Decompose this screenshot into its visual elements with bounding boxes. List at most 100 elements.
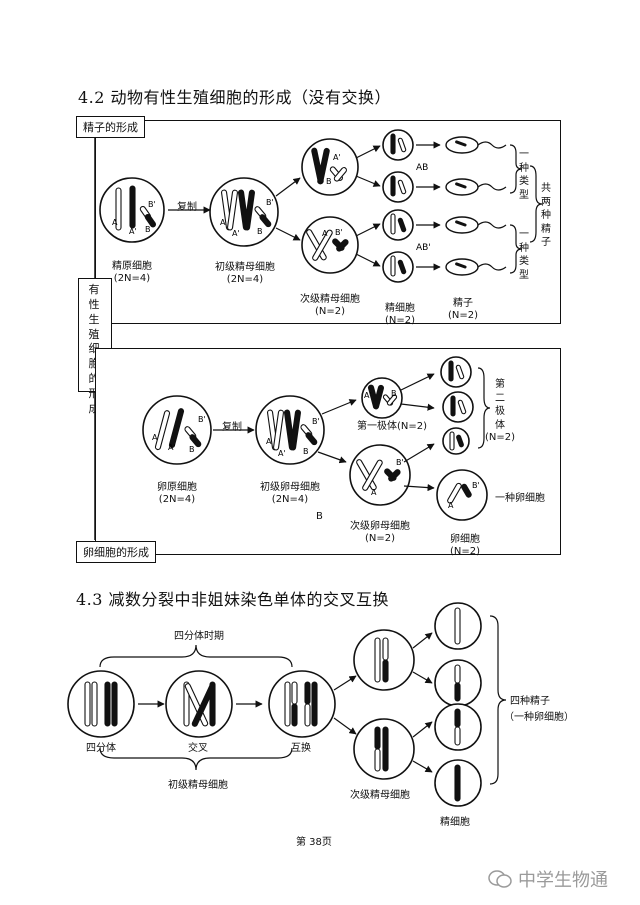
- allele-a-6: A: [266, 437, 272, 446]
- label-cross: 交叉: [188, 743, 208, 754]
- egg-cell: [436, 469, 488, 521]
- label-secondary-spermatocyte-43: 次级精母细胞: [350, 790, 410, 801]
- allele-b-7: B: [391, 389, 397, 398]
- allele-b-prime-5: B': [198, 415, 206, 424]
- crossover-spermatid-2: [434, 659, 482, 707]
- label-first-polar-body: 第一极体(N=2): [356, 421, 428, 432]
- allele-a-2: A: [220, 218, 226, 227]
- secondary-spermatocyte-upper: [353, 629, 415, 691]
- secondary-spermatocyte-top: [301, 138, 359, 196]
- allele-b-prime-4: B': [335, 228, 343, 237]
- label-secondary-spermatocyte: 次级精母细胞(N=2): [300, 293, 360, 318]
- label-one-egg-type: 一种卵细胞: [495, 493, 545, 504]
- spermatid-3: [382, 209, 414, 241]
- label-secondary-oocyte: 次级卵母细胞(N=2): [350, 520, 410, 545]
- side-label: 有性生殖细胞的形成: [88, 283, 100, 415]
- allele-a-4: A: [322, 229, 328, 238]
- allele-b-prime-8: B': [396, 458, 404, 467]
- tetrad-period-bracket: [99, 644, 293, 668]
- exchange-cell: [268, 670, 336, 738]
- allele-b-prime-6: B': [312, 417, 320, 426]
- allele-a-prime-5: A': [168, 443, 176, 452]
- first-polar-body-cell: [361, 377, 403, 419]
- sperm-formation-title: 精子的形成: [76, 116, 145, 138]
- tetrad-cell: [67, 670, 135, 738]
- brace-type-1: [509, 144, 523, 194]
- egg-formation-title: 卵细胞的形成: [76, 541, 156, 563]
- label-tetrad: 四分体: [86, 743, 116, 754]
- allele-b-prime-2: B': [266, 198, 274, 207]
- label-two-sperm-types: 共两种精子: [541, 183, 551, 248]
- section-4-3-heading: 4.3 减数分裂中非姐妹染色单体的交叉互换: [76, 590, 390, 609]
- label-tetrad-period: 四分体时期: [174, 631, 224, 642]
- allele-b-5: B: [189, 445, 195, 454]
- secondary-oocyte-cell: [349, 444, 411, 506]
- label-primary-spermatocyte: 初级精母细胞(2N=4): [215, 261, 275, 286]
- label-replicate-sperm: 复制: [177, 202, 197, 213]
- label-primary-spermatocyte-43: 初级精母细胞: [168, 780, 228, 791]
- spermatid-4: [382, 251, 414, 283]
- allele-b-prime-1: B': [148, 200, 156, 209]
- allele-a-prime-3: A': [333, 153, 341, 162]
- label-sperm: 精子(N=2): [447, 297, 479, 322]
- label-four-sperm: 四种精子: [510, 696, 550, 707]
- section-4-2-heading: 4.2 动物有性生殖细胞的形成（没有交换）: [78, 88, 392, 107]
- allele-b-prime-9: B': [472, 481, 480, 490]
- brace-total: [529, 165, 543, 243]
- page-number: 第 38页: [296, 837, 332, 848]
- label-exchange: 互换: [291, 743, 311, 754]
- allele-b-1: B: [145, 225, 151, 234]
- allele-a-5: A: [152, 433, 158, 442]
- allele-b-2: B: [257, 227, 263, 236]
- four-sperm-brace: [489, 615, 507, 785]
- allele-b-3: B: [326, 177, 332, 186]
- wechat-icon: [488, 870, 512, 888]
- genotype-ab-prime-label: AB': [416, 243, 431, 253]
- spermatogonium-cell: [99, 177, 165, 243]
- label-oogonium: 卵原细胞(2N=4): [157, 481, 197, 506]
- primary-spermatocyte-cell: [209, 177, 279, 247]
- allele-b-6: B: [303, 447, 309, 456]
- spermatid-1: [382, 129, 414, 161]
- cross-cell: [165, 670, 233, 738]
- label-one-type-2: 一种类型: [519, 229, 529, 281]
- label-one-egg-43: （一种卵细胞）: [504, 712, 574, 723]
- label-spermatid: 精细胞(N=2): [384, 302, 416, 327]
- secondary-spermatocyte-bottom: [301, 216, 359, 274]
- label-stray-b: B: [316, 511, 323, 522]
- second-polar-body-1: [440, 356, 472, 388]
- watermark-text: 中学生物通: [518, 870, 608, 891]
- crossover-spermatid-3: [434, 703, 482, 751]
- allele-a-prime-7: A': [364, 391, 372, 400]
- label-spermatid-43: 精细胞: [440, 817, 470, 828]
- allele-a-prime-6: A': [278, 449, 286, 458]
- second-polar-body-2: [442, 391, 474, 423]
- oogonium-cell: [142, 395, 212, 465]
- crossover-spermatid-4: [434, 759, 482, 807]
- allele-a-8: A: [371, 488, 377, 497]
- label-egg-cell: 卵细胞(N=2): [449, 533, 481, 558]
- spermatid-2: [382, 171, 414, 203]
- primary-oocyte-cell: [255, 395, 325, 465]
- allele-a-9: A: [448, 501, 454, 510]
- second-polar-body-3: [442, 427, 470, 455]
- label-primary-oocyte: 初级卵母细胞(2N=4): [260, 481, 320, 506]
- brace-type-2: [509, 224, 523, 274]
- label-one-type-1: 一种类型: [519, 149, 529, 201]
- genotype-ab-label: AB: [416, 163, 428, 173]
- primary-spermatocyte-bracket: [99, 747, 293, 771]
- secondary-spermatocyte-lower: [353, 718, 415, 780]
- label-replicate-egg: 复制: [222, 422, 242, 433]
- label-second-polar-ploidy: (N=2): [484, 432, 516, 443]
- label-spermatogonium: 精原细胞(2N=4): [112, 260, 152, 285]
- crossover-spermatid-1: [434, 602, 482, 650]
- allele-a-prime-2: A': [232, 229, 240, 238]
- sperm-4: [445, 258, 507, 276]
- sperm-1: [445, 136, 507, 154]
- brace-second-polar: [477, 367, 491, 449]
- sperm-2: [445, 178, 507, 196]
- label-second-polar-body: 第二极体: [495, 379, 505, 431]
